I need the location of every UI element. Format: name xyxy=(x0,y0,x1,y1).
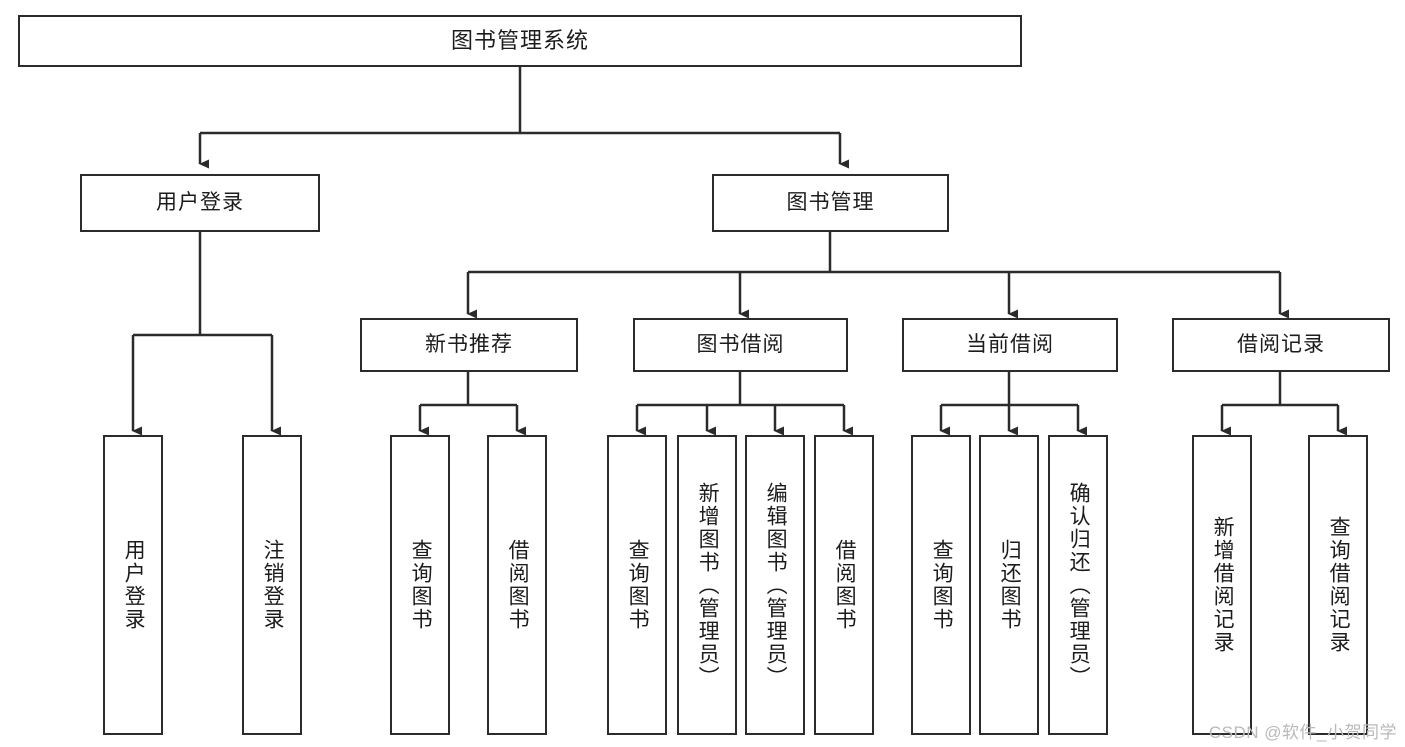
node-root-system[interactable]: 图书管理系统 xyxy=(18,15,1022,67)
node-leaf-query-book-recommend[interactable]: 查询图书 xyxy=(390,435,450,735)
node-label: 查询图书 xyxy=(409,539,433,631)
node-leaf-user-login[interactable]: 用户登录 xyxy=(103,435,163,735)
node-label: 注销登录 xyxy=(261,539,285,631)
node-leaf-query-borrow-record[interactable]: 查询借阅记录 xyxy=(1308,435,1368,735)
node-leaf-borrow-book[interactable]: 借阅图书 xyxy=(814,435,874,735)
node-label: 借阅图书 xyxy=(833,539,857,631)
node-label: 查询借阅记录 xyxy=(1327,516,1351,654)
node-leaf-query-book-borrow[interactable]: 查询图书 xyxy=(607,435,667,735)
node-user-login[interactable]: 用户登录 xyxy=(80,174,320,232)
node-label: 图书管理系统 xyxy=(450,27,589,53)
node-label: 查询图书 xyxy=(626,539,650,631)
node-leaf-borrow-book-recommend[interactable]: 借阅图书 xyxy=(487,435,547,735)
node-label: 归还图书 xyxy=(998,539,1022,631)
node-current-borrow[interactable]: 当前借阅 xyxy=(902,318,1118,372)
node-label: 借阅图书 xyxy=(506,539,530,631)
node-leaf-return-book[interactable]: 归还图书 xyxy=(979,435,1039,735)
node-label: 图书借阅 xyxy=(696,333,785,357)
node-label: 用户登录 xyxy=(156,191,244,215)
watermark-text: CSDN @软件_小贺同学 xyxy=(1208,723,1397,742)
node-label: 查询图书 xyxy=(930,539,954,631)
node-leaf-add-borrow-record[interactable]: 新增借阅记录 xyxy=(1192,435,1252,735)
node-label: 新增借阅记录 xyxy=(1211,516,1235,654)
node-label: 当前借阅 xyxy=(966,333,1054,357)
node-label: 新增图书（管理员） xyxy=(696,481,720,689)
node-leaf-confirm-return-admin[interactable]: 确认归还（管理员） xyxy=(1048,435,1108,735)
node-label: 新书推荐 xyxy=(425,333,513,357)
node-label: 用户登录 xyxy=(122,539,146,631)
node-leaf-add-book-admin[interactable]: 新增图书（管理员） xyxy=(677,435,737,735)
node-book-borrow[interactable]: 图书借阅 xyxy=(633,318,848,372)
node-label: 借阅记录 xyxy=(1237,333,1325,357)
node-new-book-recommend[interactable]: 新书推荐 xyxy=(360,318,578,372)
node-leaf-edit-book-admin[interactable]: 编辑图书（管理员） xyxy=(745,435,805,735)
node-leaf-logout[interactable]: 注销登录 xyxy=(242,435,302,735)
node-label: 编辑图书（管理员） xyxy=(764,481,788,689)
node-label: 图书管理 xyxy=(786,191,875,215)
node-label: 确认归还（管理员） xyxy=(1067,481,1091,689)
node-leaf-query-book-current[interactable]: 查询图书 xyxy=(911,435,971,735)
node-book-management[interactable]: 图书管理 xyxy=(712,174,949,232)
node-borrow-record[interactable]: 借阅记录 xyxy=(1172,318,1390,372)
